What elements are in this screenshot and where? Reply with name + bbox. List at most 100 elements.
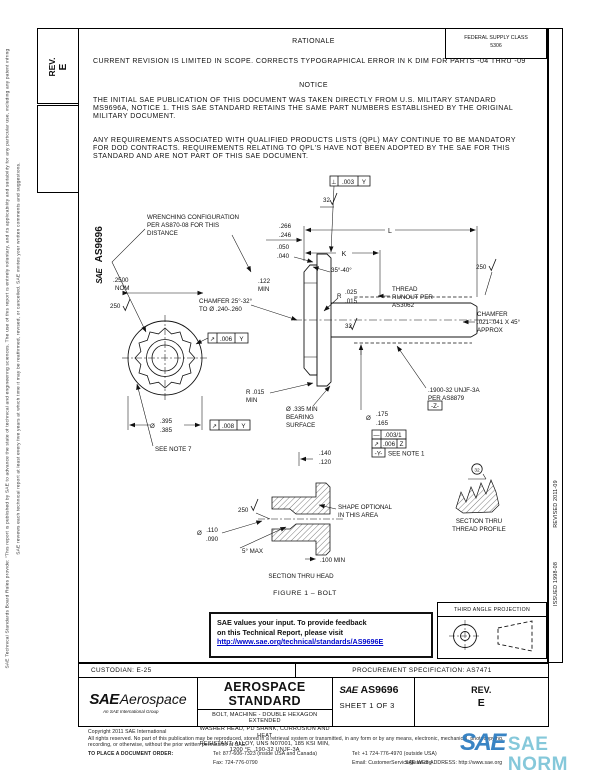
- sae-aerospace-logo: SAEAerospace An SAE International Group: [79, 678, 198, 726]
- dim-angle-35-40: 35°-40°: [331, 267, 352, 274]
- dia-395-lower: .385: [160, 427, 173, 434]
- finish-32-thread-profile: 32: [474, 468, 480, 474]
- figure-1-bolt-drawing: WRENCHING CONFIGURATION PER AS870-08 FOR…: [110, 175, 521, 580]
- dim-100-min: .100 MIN: [320, 557, 345, 564]
- doc-number-tab: SAE AS9696: [37, 105, 105, 284]
- main-frame: [78, 28, 549, 663]
- copyright-text: Copyright 2011 SAE International: [88, 729, 167, 735]
- label-section-thru-thread-1: SECTION THRU: [456, 518, 502, 525]
- feedback-box: SAE values your input. To provide feedba…: [209, 612, 433, 658]
- dia-110-lower: .090: [206, 536, 219, 543]
- note-wrenching-line1: WRENCHING CONFIGURATION: [147, 214, 239, 221]
- note-wrenching-line2: PER AS870-08 FOR THIS: [147, 222, 219, 229]
- phone-inside-usa: Tel: 877-606-7323 (inside USA and Canada…: [213, 751, 318, 757]
- fcf-runout-008-datum: Y: [241, 423, 245, 430]
- revision-value: E: [477, 697, 485, 709]
- note-chamfer-head-line2: TO Ø .240-.260: [199, 306, 242, 313]
- sae-norm-watermark: SAE SAE NORM INTERNATIONAL: [460, 731, 600, 776]
- fcf-runout-z-symbol: ↗: [374, 441, 379, 448]
- note-shape-optional-line2: IN THIS AREA: [338, 512, 379, 519]
- projection-title: THIRD ANGLE PROJECTION: [438, 603, 546, 617]
- dim-266-upper: .266: [279, 223, 292, 230]
- dim-K: K: [342, 251, 347, 258]
- feedback-url-link[interactable]: http://www.sae.org/technical/standards/A…: [217, 637, 384, 646]
- doc-type-heading: AEROSPACE STANDARD: [198, 680, 332, 710]
- document-title-cell: AEROSPACE STANDARD BOLT, MACHINE - DOUBL…: [198, 678, 333, 753]
- finish-32-top: 32: [323, 197, 330, 204]
- doc-number-value: AS9696: [360, 684, 399, 696]
- note-chamfer-head-line1: CHAMFER 25°-32°: [199, 298, 253, 305]
- third-angle-projection-box: THIRD ANGLE PROJECTION: [437, 602, 547, 659]
- dim-r015-min: MIN: [246, 397, 257, 404]
- note-wrenching-line3: DISTANCE: [147, 230, 178, 237]
- rev-tab-value: E: [58, 63, 69, 71]
- dim-140-upper: .140: [319, 450, 332, 457]
- dim-050-upper: .050: [277, 244, 290, 251]
- dim-2500-nom: NOM: [115, 285, 129, 292]
- fcf-runout-008-value: .008: [222, 423, 235, 430]
- order-label: TO PLACE A DOCUMENT ORDER:: [88, 751, 174, 757]
- fcf-perp-value: .003: [342, 179, 355, 186]
- finish-250-head: 250: [110, 303, 121, 310]
- figure-caption: FIGURE 1 – BOLT: [273, 590, 337, 597]
- revision-label: REV.: [471, 685, 492, 695]
- dim-050-lower: .040: [277, 253, 290, 260]
- fsc-line2: 5306: [490, 42, 502, 49]
- dia-175-lower: .165: [376, 420, 389, 427]
- dia-175-symbol: Ø: [366, 415, 371, 422]
- label-section-thru-thread-2: THREAD PROFILE: [452, 526, 506, 533]
- rights-line2: recording, or otherwise, without the pri…: [88, 742, 247, 748]
- dim-122-min: MIN: [258, 286, 269, 293]
- finish-250-thread: 250: [476, 264, 487, 271]
- dim-266-lower: .246: [279, 232, 292, 239]
- rev-tab-label: REV.: [47, 57, 57, 77]
- finish-32-fillet: 32: [345, 323, 352, 330]
- rationale-title: RATIONALE: [292, 38, 335, 45]
- note-shape-optional-line1: SHAPE OPTIONAL: [338, 504, 393, 511]
- dia-395-upper: .395: [160, 418, 173, 425]
- rev-tab: REV. E: [37, 28, 79, 104]
- revision-cell: REV. E: [415, 678, 549, 726]
- doc-subtitle-line1: BOLT, MACHINE - DOUBLE HEXAGON EXTENDED: [212, 711, 318, 725]
- fcf-straightness-value: .003/1: [384, 432, 402, 439]
- dim-r025-upper: .025: [345, 289, 358, 296]
- doc-subtitle-line2: WASHER HEAD, PD SHANK, CORROSION AND HEA…: [199, 726, 330, 739]
- watermark-sae-logo: SAE: [460, 729, 506, 756]
- left-margin-rules-note: SAE Technical Standards Board Rules prov…: [5, 48, 11, 669]
- web-address: SAE WEB ADDRESS: http://www.sae.org: [405, 760, 503, 766]
- note-chamfer-end-line2: .021-.041 X 45°: [477, 319, 521, 326]
- dim-122: .122: [258, 278, 271, 285]
- fcf-runout-z-datum: Z: [400, 441, 404, 448]
- note-chamfer-end-line3: APPROX: [477, 327, 503, 334]
- custodian-cell: CUSTODIAN: E-25: [79, 664, 296, 677]
- sheet-info: SHEET 1 OF 3: [339, 701, 395, 710]
- note-bearing-line3: SURFACE: [286, 422, 315, 429]
- fcf-runout-006-symbol: ↗: [210, 336, 215, 343]
- fcf-straightness-symbol: —: [373, 432, 380, 439]
- label-section-thru-head: SECTION THRU HEAD: [268, 573, 334, 580]
- note-thread-runout-line3: AS3062: [392, 302, 415, 309]
- left-margin-review-note: SAE reviews each technical report at lea…: [16, 162, 22, 555]
- custodian-row: CUSTODIAN: E-25 PROCUREMENT SPECIFICATIO…: [78, 663, 549, 678]
- procurement-cell: PROCUREMENT SPECIFICATION: AS7471: [352, 667, 492, 674]
- feedback-line2: on this Technical Report, please visit: [217, 627, 344, 637]
- note-see-note-1: SEE NOTE 1: [388, 451, 425, 458]
- dim-r025-symbol: R: [337, 293, 342, 300]
- rationale-text: CURRENT REVISION IS LIMITED IN SCOPE. CO…: [93, 58, 526, 65]
- logo-brand: SAE: [89, 690, 119, 708]
- issued-date: ISSUED 1998-08: [553, 561, 559, 607]
- watermark-name: SAE NORM: [507, 734, 568, 775]
- dim-140-lower: .120: [319, 459, 332, 466]
- revised-date: REVISED 2011-09: [553, 480, 559, 528]
- fax-number: Fax: 724-776-0790: [213, 760, 258, 766]
- fsc-line1: FEDERAL SUPPLY CLASS: [464, 35, 528, 41]
- doc-subtitle-line3: RESISTANT, ALLOY, UNS N07001, 185 KSI MI…: [199, 740, 330, 754]
- notice-title: NOTICE: [299, 82, 328, 89]
- dia-110-upper: .110: [206, 527, 218, 534]
- rights-line1: All rights reserved. No part of this pub…: [88, 736, 504, 742]
- dim-L: L: [388, 228, 392, 235]
- note-thread-runout-line1: THREAD: [392, 286, 418, 293]
- dia-395-symbol: Ø: [150, 423, 155, 430]
